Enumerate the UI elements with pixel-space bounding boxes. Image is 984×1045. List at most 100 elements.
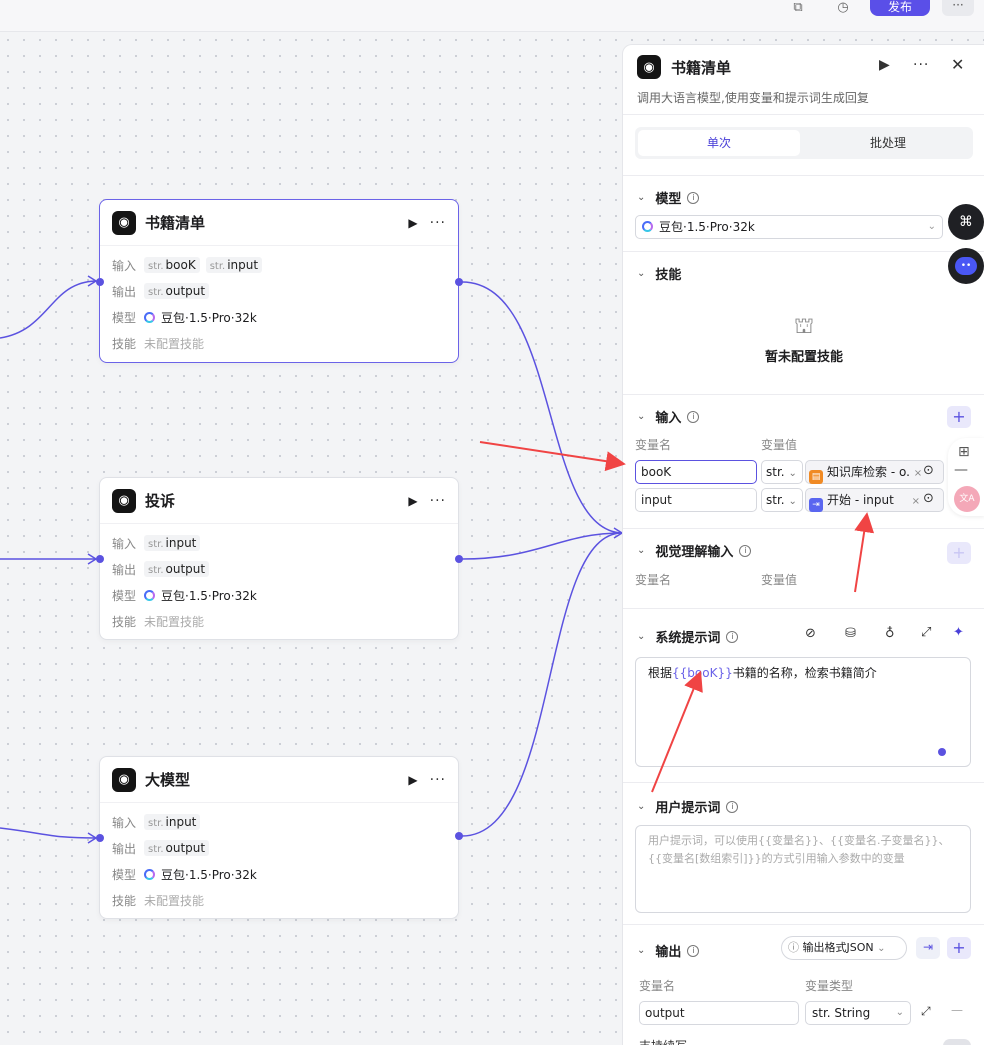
input-type-select[interactable]: str. ⌄: [761, 460, 803, 484]
chevron-down-icon[interactable]: ⌄: [637, 945, 646, 956]
expand-icon[interactable]: ⤢: [921, 625, 932, 640]
widget-icon[interactable]: ⊞: [958, 444, 970, 460]
node-title: 投诉: [145, 492, 176, 510]
info-icon[interactable]: i: [739, 544, 752, 557]
more-icon[interactable]: ···: [429, 492, 446, 509]
model-label: 模型: [112, 867, 137, 882]
remove-icon[interactable]: —: [951, 1003, 963, 1017]
input-type-select[interactable]: str. ⌄: [761, 488, 803, 512]
chevron-down-icon[interactable]: ⌄: [637, 631, 646, 642]
section-title: 系统提示词: [655, 631, 721, 646]
compass-icon[interactable]: ⊘: [805, 626, 816, 641]
output-var-name[interactable]: output: [639, 1001, 799, 1025]
play-icon[interactable]: ▶: [408, 772, 418, 787]
system-prompt-editor[interactable]: 根据{{booK}}书籍的名称，检索书籍简介: [635, 657, 971, 767]
history-icon[interactable]: ◷: [837, 0, 849, 15]
expand-icon[interactable]: ⤢: [921, 1004, 931, 1018]
close-icon[interactable]: ✕: [951, 55, 965, 74]
user-prompt-editor[interactable]: 用户提示词，可以使用{{变量名}}、{{变量名.子变量名}}、{{变量名[数组索…: [635, 825, 971, 913]
output-port[interactable]: [455, 832, 463, 840]
knowledge-icon: ▤: [809, 470, 823, 484]
info-icon[interactable]: i: [687, 410, 700, 423]
node-title: 书籍清单: [145, 214, 206, 232]
info-icon[interactable]: i: [687, 191, 700, 204]
llm-node-book-list[interactable]: ◉ 书籍清单 ▶ ··· 输入 str.booK str.input 输出 st…: [99, 199, 459, 363]
info-icon[interactable]: i: [687, 944, 700, 957]
zoom-out-icon[interactable]: —: [954, 462, 968, 478]
input-source-select[interactable]: ⇥开始 - input ×: [805, 488, 944, 512]
chevron-down-icon[interactable]: ⌄: [637, 411, 646, 422]
copy-icon[interactable]: ⧉: [793, 0, 803, 15]
start-node-icon: ⇥: [809, 498, 823, 512]
input-source-select[interactable]: ▤知识库检索 - o. ×: [805, 460, 944, 484]
output-label: 输出: [112, 562, 137, 577]
clear-icon[interactable]: ×: [913, 468, 923, 479]
output-port[interactable]: [455, 555, 463, 563]
system-prompt-section: ⌄ 系统提示词 i ⊘ ⛁ ♁ ⤢ ✦ 根据{{booK}}书籍的名称，检索书籍简介: [623, 608, 984, 782]
more-button[interactable]: ···: [942, 0, 974, 16]
play-icon[interactable]: ▶: [408, 493, 418, 508]
chevron-down-icon[interactable]: ⌄: [637, 801, 646, 812]
output-port[interactable]: [455, 278, 463, 286]
info-icon[interactable]: i: [726, 800, 739, 813]
input-port[interactable]: [96, 555, 104, 563]
input-port[interactable]: [96, 834, 104, 842]
import-icon[interactable]: ⇥: [916, 937, 940, 959]
tab-single[interactable]: 单次: [638, 130, 800, 156]
stream-toggle[interactable]: [943, 1039, 971, 1045]
input-port[interactable]: [96, 278, 104, 286]
more-icon[interactable]: ···: [429, 771, 446, 788]
input-var-name[interactable]: booK: [635, 460, 757, 484]
add-vision-input-button[interactable]: +: [947, 542, 971, 564]
llm-node-complaint[interactable]: ◉ 投诉 ▶ ··· 输入 str.input 输出 str.output 模型…: [99, 477, 459, 640]
info-icon[interactable]: i: [726, 630, 739, 643]
chevron-down-icon[interactable]: ⌄: [637, 192, 646, 203]
col-var-type: 变量类型: [805, 979, 854, 993]
llm-node-large-model[interactable]: ◉ 大模型 ▶ ··· 输入 str.input 输出 str.output 模…: [99, 756, 459, 919]
panel-description: 调用大语言模型,使用变量和提示词生成回复: [637, 91, 869, 105]
run-mode-tabs: 单次 批处理: [635, 127, 973, 159]
clear-icon[interactable]: ×: [911, 496, 921, 507]
add-input-button[interactable]: +: [947, 406, 971, 428]
llm-icon: ◉: [112, 767, 136, 792]
llm-icon: ◉: [112, 488, 136, 513]
ai-optimize-icon[interactable]: ✦: [953, 625, 964, 640]
stream-label: 支持续写: [639, 1037, 687, 1045]
side-tools: ⊞ — 文A: [948, 438, 984, 516]
target-icon[interactable]: ⊙: [923, 491, 934, 506]
apps-icon[interactable]: ⌘: [948, 204, 984, 240]
model-select[interactable]: 豆包·1.5·Pro·32k ⌄: [635, 215, 943, 239]
output-type-select[interactable]: str. String⌄: [805, 1001, 911, 1025]
translate-icon[interactable]: 文A: [954, 486, 980, 512]
assistant-bot-icon[interactable]: ••: [948, 248, 984, 284]
publish-button[interactable]: 发布: [870, 0, 930, 16]
model-name: 豆包·1.5·Pro·32k: [161, 867, 257, 882]
skill-label: 技能: [112, 614, 137, 629]
target-icon[interactable]: ⊙: [923, 463, 934, 478]
more-icon[interactable]: ···: [429, 214, 446, 231]
col-var-name: 变量名: [635, 573, 672, 587]
skill-value: 未配置技能: [144, 336, 205, 351]
more-icon[interactable]: ···: [913, 57, 930, 73]
template-icon[interactable]: ⛁: [845, 626, 856, 641]
add-output-button[interactable]: +: [947, 937, 971, 959]
chevron-down-icon[interactable]: ⌄: [637, 268, 646, 279]
variable-ref: {{booK}}: [672, 666, 733, 680]
chevron-down-icon[interactable]: ⌄: [637, 545, 646, 556]
model-name: 豆包·1.5·Pro·32k: [161, 588, 257, 603]
play-icon[interactable]: ▶: [879, 57, 890, 73]
node-header: ◉ 大模型 ▶ ···: [100, 757, 458, 803]
top-toolbar: ⧉ ◷ 发布 ···: [0, 0, 984, 32]
output-format-select[interactable]: ⓘ 输出格式JSON ⌄: [781, 936, 907, 960]
empty-box-icon: ⛫: [793, 314, 815, 339]
tab-batch[interactable]: 批处理: [869, 136, 906, 150]
node-config-panel: ◉ 书籍清单 调用大语言模型,使用变量和提示词生成回复 ▶ ··· ✕ 单次 批…: [622, 44, 984, 1045]
lightbulb-icon[interactable]: ♁: [885, 626, 895, 641]
model-label: 模型: [112, 588, 137, 603]
play-icon[interactable]: ▶: [408, 215, 418, 230]
input-var-name[interactable]: input: [635, 488, 757, 512]
node-header: ◉ 书籍清单 ▶ ···: [100, 200, 458, 246]
